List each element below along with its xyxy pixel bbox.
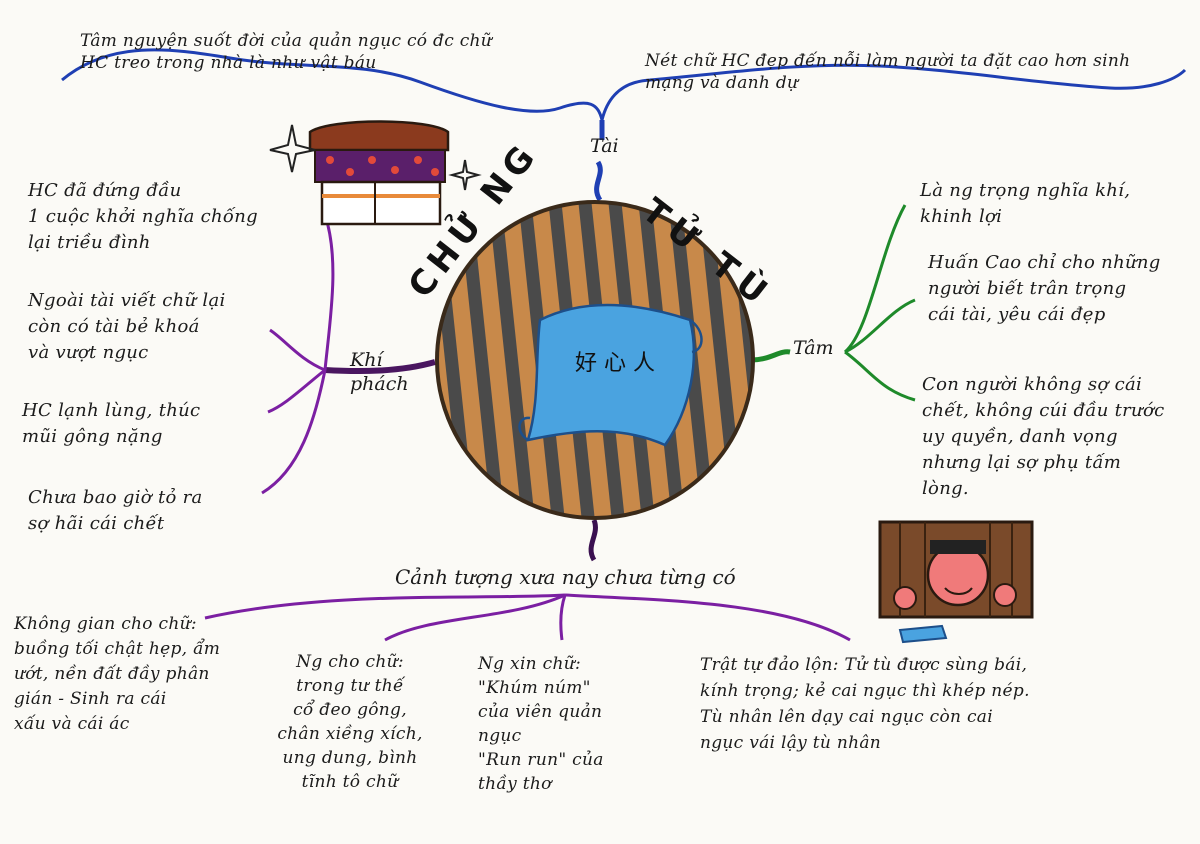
tam-line-1 xyxy=(843,204,907,354)
tai-note-2: Nét chữ HC đẹp đến nỗi làm người ta đặt … xyxy=(645,51,1131,93)
tam-line-3 xyxy=(844,350,916,402)
khi-phach-line-3 xyxy=(267,368,326,414)
khi-phach-trunk xyxy=(324,359,436,375)
canh-tuong-line-2 xyxy=(384,593,566,642)
prison-bar xyxy=(457,202,506,518)
canh-tuong-note-4: Trật tự đảo lộn: Tử tù được sùng bái, kí… xyxy=(700,655,1030,753)
canh-tuong-note-2: Ng cho chữ: trong tư thế cổ đeo gông, ch… xyxy=(277,652,423,792)
canh-tuong-label: Cảnh tượng xưa nay chưa từng có xyxy=(395,565,736,589)
tam-label: Tâm xyxy=(793,337,834,359)
canh-tuong-stem xyxy=(588,519,598,562)
tam-note-2: Huấn Cao chỉ cho những người biết trân t… xyxy=(928,252,1161,325)
prison-bar xyxy=(487,202,536,518)
canh-tuong-line-1 xyxy=(204,593,566,620)
tai-label: Tài xyxy=(590,135,619,157)
tam-note-1: Là ng trọng nghĩa khí, khinh lợi xyxy=(920,180,1131,227)
tam-line-2 xyxy=(844,298,916,354)
scroll-text: 好 心 人 xyxy=(575,351,655,376)
prisoner-drawing-icon xyxy=(878,520,1034,644)
khi-phach-label: Khí phách xyxy=(350,349,409,395)
tam-trunk xyxy=(751,349,791,363)
khi-phach-note-3: HC lạnh lùng, thúc mũi gông nặng xyxy=(22,400,201,447)
tai-branch-line xyxy=(61,48,1187,121)
sparkle-icon xyxy=(269,124,482,191)
scroll-icon: 好 心 人 xyxy=(518,303,703,447)
khi-phach-line-2 xyxy=(269,328,326,372)
tam-note-3: Con người không sợ cái chết, không cúi đ… xyxy=(922,374,1165,499)
canh-tuong-line-4 xyxy=(564,593,851,642)
khi-phach-line-1 xyxy=(323,214,335,371)
tai-note-1: Tâm nguyện suốt đời của quản ngục có đc … xyxy=(80,31,493,73)
khi-phach-note-1: HC đã đứng đầu 1 cuộc khởi nghĩa chống l… xyxy=(28,180,258,253)
khi-phach-line-4 xyxy=(261,369,327,495)
khi-phach-note-4: Chưa bao giờ tỏ ra sợ hãi cái chết xyxy=(28,487,203,534)
canh-tuong-line-3 xyxy=(559,594,567,641)
canh-tuong-note-3: Ng xin chữ: "Khúm núm" của viên quản ngụ… xyxy=(478,654,604,794)
tai-stem xyxy=(594,120,605,202)
treasure-chest-icon xyxy=(308,120,450,226)
khi-phach-note-2: Ngoài tài viết chữ lại còn có tài bẻ kho… xyxy=(28,290,226,363)
canh-tuong-note-1: Không gian cho chữ: buồng tối chật hẹp, … xyxy=(14,614,221,734)
